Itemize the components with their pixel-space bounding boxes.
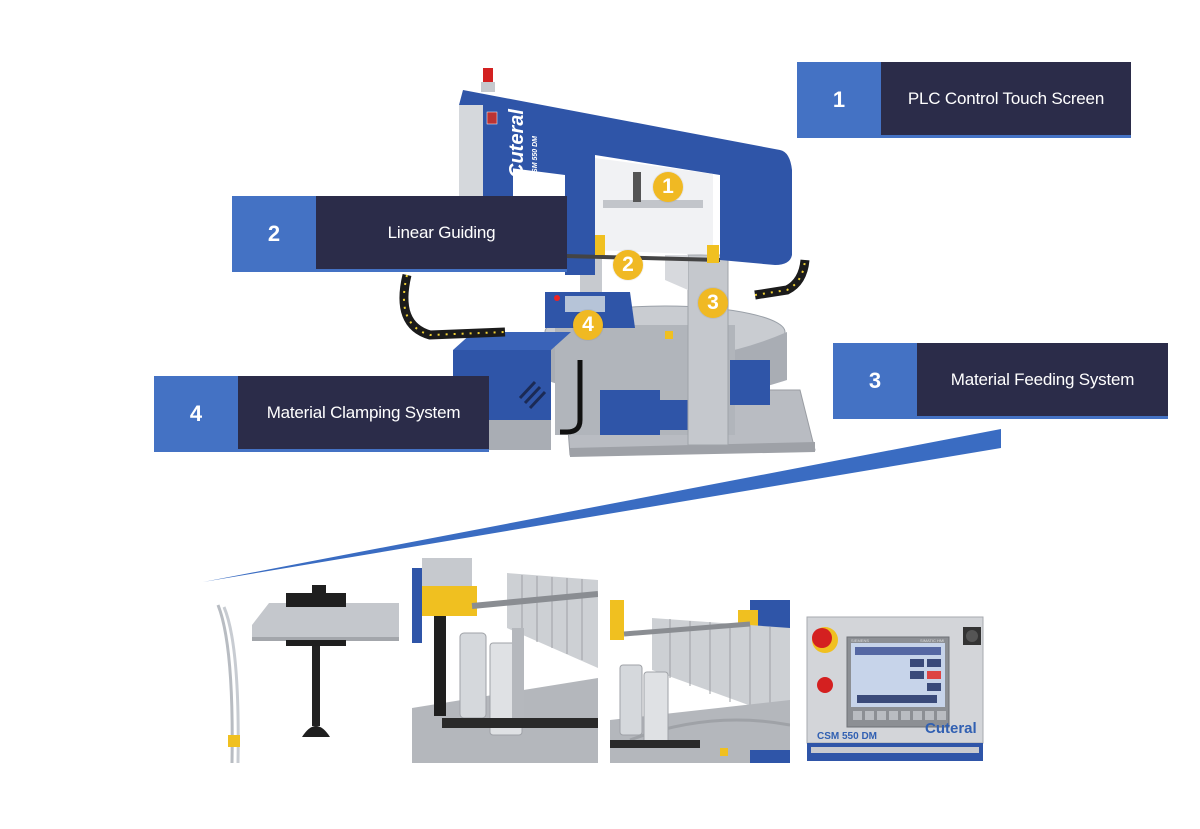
plc-panel-photo: SIEMENS SIMATIC HMI CSM 550 DM Cuteral	[805, 615, 985, 763]
callout-badge-3: 3	[698, 288, 728, 318]
callout-linear-guiding: 2 Linear Guiding	[232, 196, 567, 274]
feeding-table-drawing	[610, 600, 790, 763]
callout-number: 3	[833, 343, 917, 419]
callout-label: Linear Guiding	[316, 196, 567, 272]
clamping-vise-photo	[412, 558, 598, 763]
callout-label: PLC Control Touch Screen	[881, 62, 1131, 138]
plc-panel-drawing: SIEMENS SIMATIC HMI CSM 550 DM Cuteral	[805, 615, 985, 763]
callout-label: Material Clamping System	[238, 376, 489, 452]
callout-label: Material Feeding System	[917, 343, 1168, 419]
callout-badge-4: 4	[573, 310, 603, 340]
brand-logo: Cuteral	[506, 109, 528, 178]
model-label: CSM 550 DM	[532, 136, 539, 178]
callout-number: 1	[797, 62, 881, 138]
callout-plc-control-touch-screen: 1 PLC Control Touch Screen	[797, 62, 1131, 140]
callout-material-clamping-system: 4 Material Clamping System	[154, 376, 489, 454]
clamping-vise-drawing	[412, 558, 598, 763]
callout-badge-1: 1	[653, 172, 683, 202]
callout-material-feeding-system: 3 Material Feeding System	[833, 343, 1168, 421]
callout-number: 2	[232, 196, 316, 272]
linear-guide-drawing	[214, 585, 399, 763]
screen-brand: SIEMENS	[851, 638, 869, 643]
band-saw-machine-drawing: Cuteral CSM 550 DM	[399, 68, 816, 457]
feeding-table-photo	[610, 600, 790, 763]
callout-number: 4	[154, 376, 238, 452]
linear-guiding-photo	[214, 585, 399, 763]
screen-model: SIMATIC HMI	[920, 638, 944, 643]
panel-model-label: CSM 550 DM	[817, 731, 877, 742]
callout-badge-2: 2	[613, 250, 643, 280]
panel-brand-logo: Cuteral	[925, 720, 977, 737]
band-saw-machine-illustration: Cuteral CSM 550 DM 1 2 3 4	[395, 60, 820, 460]
